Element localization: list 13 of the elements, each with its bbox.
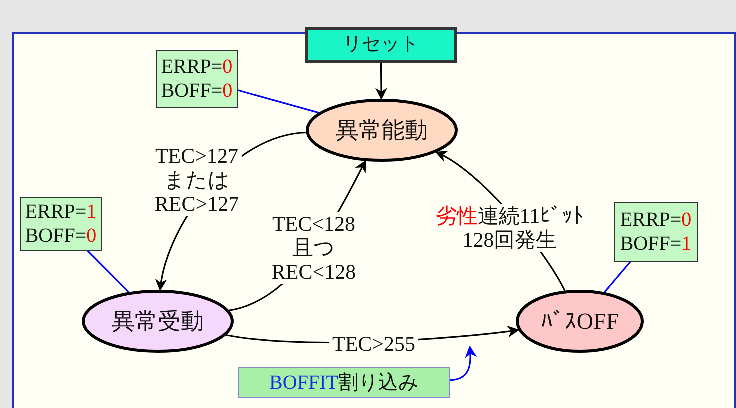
- transition-arrow: [376, 63, 388, 100]
- state-ellipse: 異常受動: [82, 290, 234, 353]
- status-box: ERRP=0 BOFF=1: [614, 202, 698, 262]
- interrupt-box: BOFFIT割り込み: [238, 367, 450, 398]
- status-box: ERRP=0 BOFF=0: [156, 50, 238, 108]
- connector-line: [87, 250, 130, 293]
- pointer-arrow: [450, 346, 477, 382]
- status-box: ERRP=1 BOFF=0: [20, 197, 102, 251]
- state-ellipse: ﾊﾞｽOFF: [516, 290, 644, 353]
- connector-line: [604, 261, 632, 293]
- state-ellipse: 異常能動: [306, 99, 458, 162]
- connector-line: [238, 90, 320, 114]
- reset-box: リセット: [305, 27, 457, 63]
